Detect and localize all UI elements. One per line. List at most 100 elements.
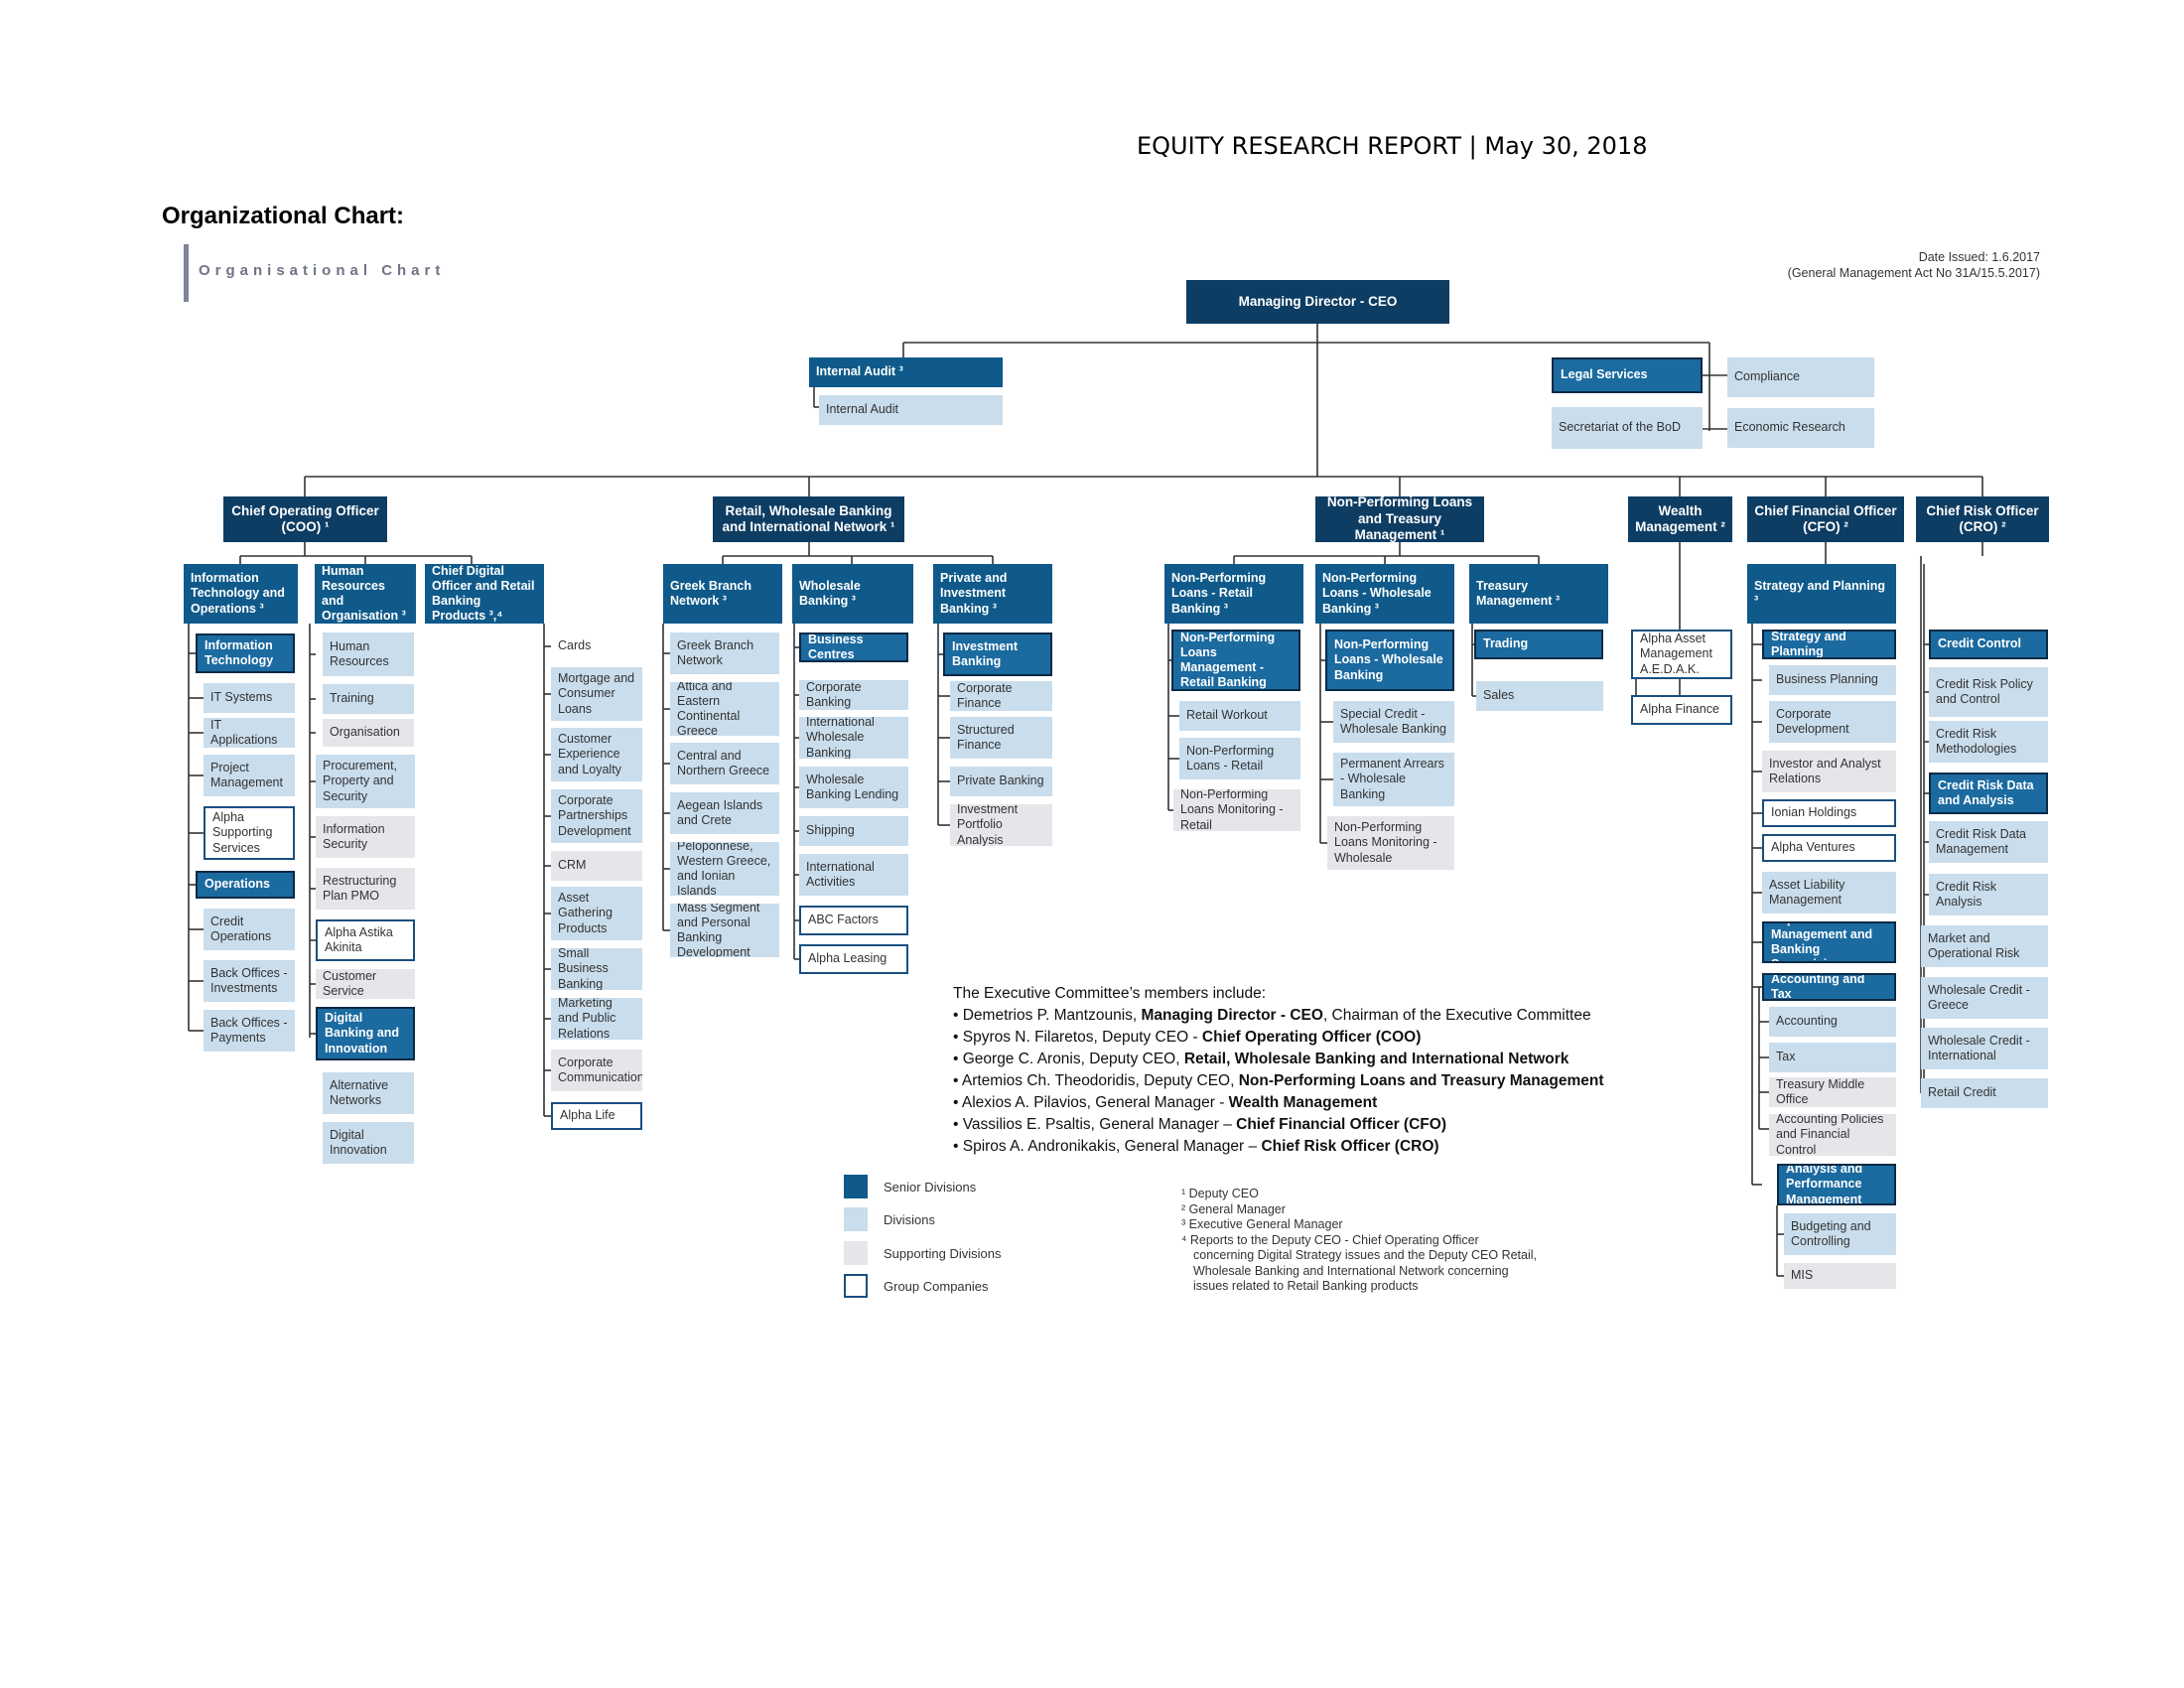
org-unit-cards: Cards (558, 638, 592, 653)
org-unit-internal-audit: Internal Audit (819, 395, 1003, 425)
org-unit-customer-service: Customer Service (316, 969, 415, 999)
legend-item: Supporting Divisions (844, 1241, 1002, 1265)
org-unit-chief-financial-officer-cfo: Chief Financial Officer (CFO) ² (1747, 496, 1904, 542)
org-unit-credit-risk-data-and-analysis: Credit Risk Data and Analysis (1929, 773, 2048, 814)
org-unit-accounting-and-tax: Accounting and Tax (1762, 973, 1896, 1001)
org-unit-private-banking: Private Banking (950, 767, 1052, 796)
org-unit-internal-audit: Internal Audit ³ (809, 357, 1003, 387)
member-role: Wealth Management (1228, 1094, 1378, 1111)
org-unit-treasury-management: Treasury Management ³ (1469, 564, 1608, 624)
org-unit-wholesale-banking-lending: Wholesale Banking Lending (799, 767, 908, 808)
footnote-line: issues related to Retail Banking product… (1193, 1279, 1419, 1293)
org-unit-marketing-and-public-relations: Marketing and Public Relations (551, 998, 642, 1040)
org-unit-digital-innovation: Digital Innovation (323, 1122, 414, 1164)
org-unit-mis: MIS (1784, 1263, 1896, 1289)
org-unit-permanent-arrears-wholesale-banking: Permanent Arrears - Wholesale Banking (1333, 753, 1454, 806)
org-unit-operations: Operations (196, 871, 295, 899)
org-unit-central-and-northern-greece: Central and Northern Greece (670, 743, 779, 784)
date-issued-line: Date Issued: 1.6.2017 (1918, 250, 2040, 264)
org-unit-information-security: Information Security (316, 816, 415, 858)
org-unit-compliance: Compliance (1727, 357, 1874, 397)
org-unit-credit-risk-analysis: Credit Risk Analysis (1929, 874, 2048, 915)
org-unit-organisation: Organisation (323, 719, 414, 747)
section-title: Organizational Chart: (162, 203, 405, 229)
org-unit-wholesale-credit-greece: Wholesale Credit - Greece (1921, 977, 2048, 1019)
org-unit-back-offices-investments: Back Offices - Investments (204, 960, 295, 1002)
legend-item: Divisions (844, 1207, 935, 1231)
report-header-title: EQUITY RESEARCH REPORT | May 30, 2018 (1137, 132, 1648, 160)
member-role: Non-Performing Loans and Treasury Manage… (1238, 1072, 1604, 1089)
org-unit-credit-risk-methodologies: Credit Risk Methodologies (1929, 721, 2048, 763)
org-unit-legal-services: Legal Services (1552, 357, 1703, 393)
org-unit-restructuring-plan-pmo: Restructuring Plan PMO (316, 868, 415, 910)
org-unit-abc-factors: ABC Factors (799, 906, 908, 935)
member-name: • Vassilios E. Psaltis, General Manager … (953, 1116, 1237, 1133)
org-unit-chief-operating-officer-coo: Chief Operating Officer (COO) ¹ (223, 496, 387, 542)
org-unit-non-performing-loans-retail: Non-Performing Loans - Retail (1179, 738, 1300, 779)
legend-label: Group Companies (884, 1278, 989, 1294)
org-unit-chief-digital-officer-and-retail-banking-products: Chief Digital Officer and Retail Banking… (425, 564, 544, 624)
member-note: , Chairman of the Executive Committee (1322, 1007, 1591, 1024)
org-unit-shipping: Shipping (799, 816, 908, 846)
org-unit-alternative-networks: Alternative Networks (323, 1072, 414, 1114)
org-unit-credit-control: Credit Control (1929, 630, 2048, 659)
org-unit-strategy-and-planning: Strategy and Planning ³ (1747, 564, 1896, 624)
member-name: • Alexios A. Pilavios, General Manager - (953, 1094, 1229, 1111)
legend-label: Divisions (884, 1211, 936, 1227)
management-act-line: (General Management Act No 31A/15.5.2017… (1787, 265, 2040, 280)
chart-heading: Organisational Chart (199, 262, 446, 279)
org-unit-alpha-astika-akinita: Alpha Astika Akinita (316, 919, 415, 961)
org-unit-training: Training (323, 684, 414, 714)
executive-committee-member: • George C. Aronis, Deputy CEO, Retail, … (953, 1049, 1603, 1070)
org-unit-business-planning: Business Planning (1769, 665, 1896, 695)
org-unit-it-systems: IT Systems (204, 683, 295, 713)
org-unit-investor-and-analyst-relations: Investor and Analyst Relations (1762, 751, 1896, 792)
org-unit-asset-liability-management: Asset Liability Management (1762, 872, 1896, 914)
org-unit-project-management: Project Management (204, 755, 295, 796)
org-unit-secretariat-of-the-bod: Secretariat of the BoD (1552, 407, 1703, 449)
legend-swatch (844, 1175, 868, 1198)
org-unit-wholesale-banking: Wholesale Banking ³ (792, 564, 913, 624)
executive-committee-member: • Alexios A. Pilavios, General Manager -… (953, 1092, 1603, 1114)
org-unit-credit-risk-policy-and-control: Credit Risk Policy and Control (1929, 667, 2048, 717)
org-unit-customer-experience-and-loyalty: Customer Experience and Loyalty (551, 728, 642, 781)
org-unit-strategy-and-planning: Strategy and Planning (1762, 630, 1896, 659)
legend-swatch (844, 1241, 868, 1265)
org-unit-mortgage-and-consumer-loans: Mortgage and Consumer Loans (551, 667, 642, 721)
org-unit-tax: Tax (1769, 1043, 1896, 1072)
org-unit-business-centres: Business Centres (799, 633, 908, 662)
org-unit-capital-management-and-banking-supervision: Capital Management and Banking Supervisi… (1762, 921, 1896, 963)
org-unit-back-offices-payments: Back Offices - Payments (204, 1010, 295, 1052)
org-unit-treasury-middle-office: Treasury Middle Office (1769, 1077, 1896, 1107)
executive-committee-member: • Demetrios P. Mantzounis, Managing Dire… (953, 1005, 1603, 1027)
footnote-line: ¹ Deputy CEO (1181, 1187, 1259, 1200)
chart-title-bar (184, 244, 189, 302)
org-unit-wholesale-credit-international: Wholesale Credit - International (1921, 1028, 2048, 1069)
footnote-line: ⁴ Reports to the Deputy CEO - Chief Oper… (1181, 1232, 1479, 1247)
org-unit-non-performing-loans-and-treasury-management: Non-Performing Loans and Treasury Manage… (1315, 496, 1484, 542)
org-unit-non-performing-loans-monitoring-wholesale: Non-Performing Loans Monitoring - Wholes… (1327, 816, 1454, 870)
org-unit-alpha-supporting-services: Alpha Supporting Services (204, 806, 295, 860)
org-unit-ionian-holdings: Ionian Holdings (1762, 799, 1896, 827)
org-unit-alpha-finance: Alpha Finance (1631, 695, 1732, 725)
org-unit-managing-director-ceo: Managing Director - CEO (1186, 280, 1449, 324)
org-unit-corporate-communications: Corporate Communications (551, 1050, 642, 1091)
org-unit-credit-risk-data-management: Credit Risk Data Management (1929, 821, 2048, 863)
org-unit-human-resources-and-organisation: Human Resources and Organisation ³ (315, 564, 416, 624)
org-unit-peloponnese-western-greece-and-ionian-islands: Peloponnese, Western Greece, and Ionian … (670, 842, 779, 896)
org-unit-retail-wholesale-banking-and-international-network: Retail, Wholesale Banking and Internatio… (713, 496, 904, 542)
legend-label: Senior Divisions (884, 1179, 977, 1195)
org-unit-retail-workout: Retail Workout (1179, 701, 1300, 731)
org-unit-non-performing-loans-wholesale-banking: Non-Performing Loans - Wholesale Banking… (1315, 564, 1454, 624)
org-unit-credit-operations: Credit Operations (204, 909, 295, 950)
org-unit-corporate-development: Corporate Development (1769, 701, 1896, 743)
org-unit-retail-credit: Retail Credit (1921, 1078, 2048, 1108)
org-unit-non-performing-loans-monitoring-retail: Non-Performing Loans Monitoring - Retail (1173, 789, 1300, 831)
member-name: • Demetrios P. Mantzounis, (953, 1007, 1142, 1024)
org-unit-alpha-life: Alpha Life (551, 1102, 642, 1130)
org-unit-investment-portfolio-analysis: Investment Portfolio Analysis (950, 804, 1052, 846)
member-name: • Artemios Ch. Theodoridis, Deputy CEO, (953, 1072, 1239, 1089)
legend-swatch (844, 1207, 868, 1231)
org-unit-mass-segment-and-personal-banking-development: Mass Segment and Personal Banking Develo… (670, 904, 779, 957)
